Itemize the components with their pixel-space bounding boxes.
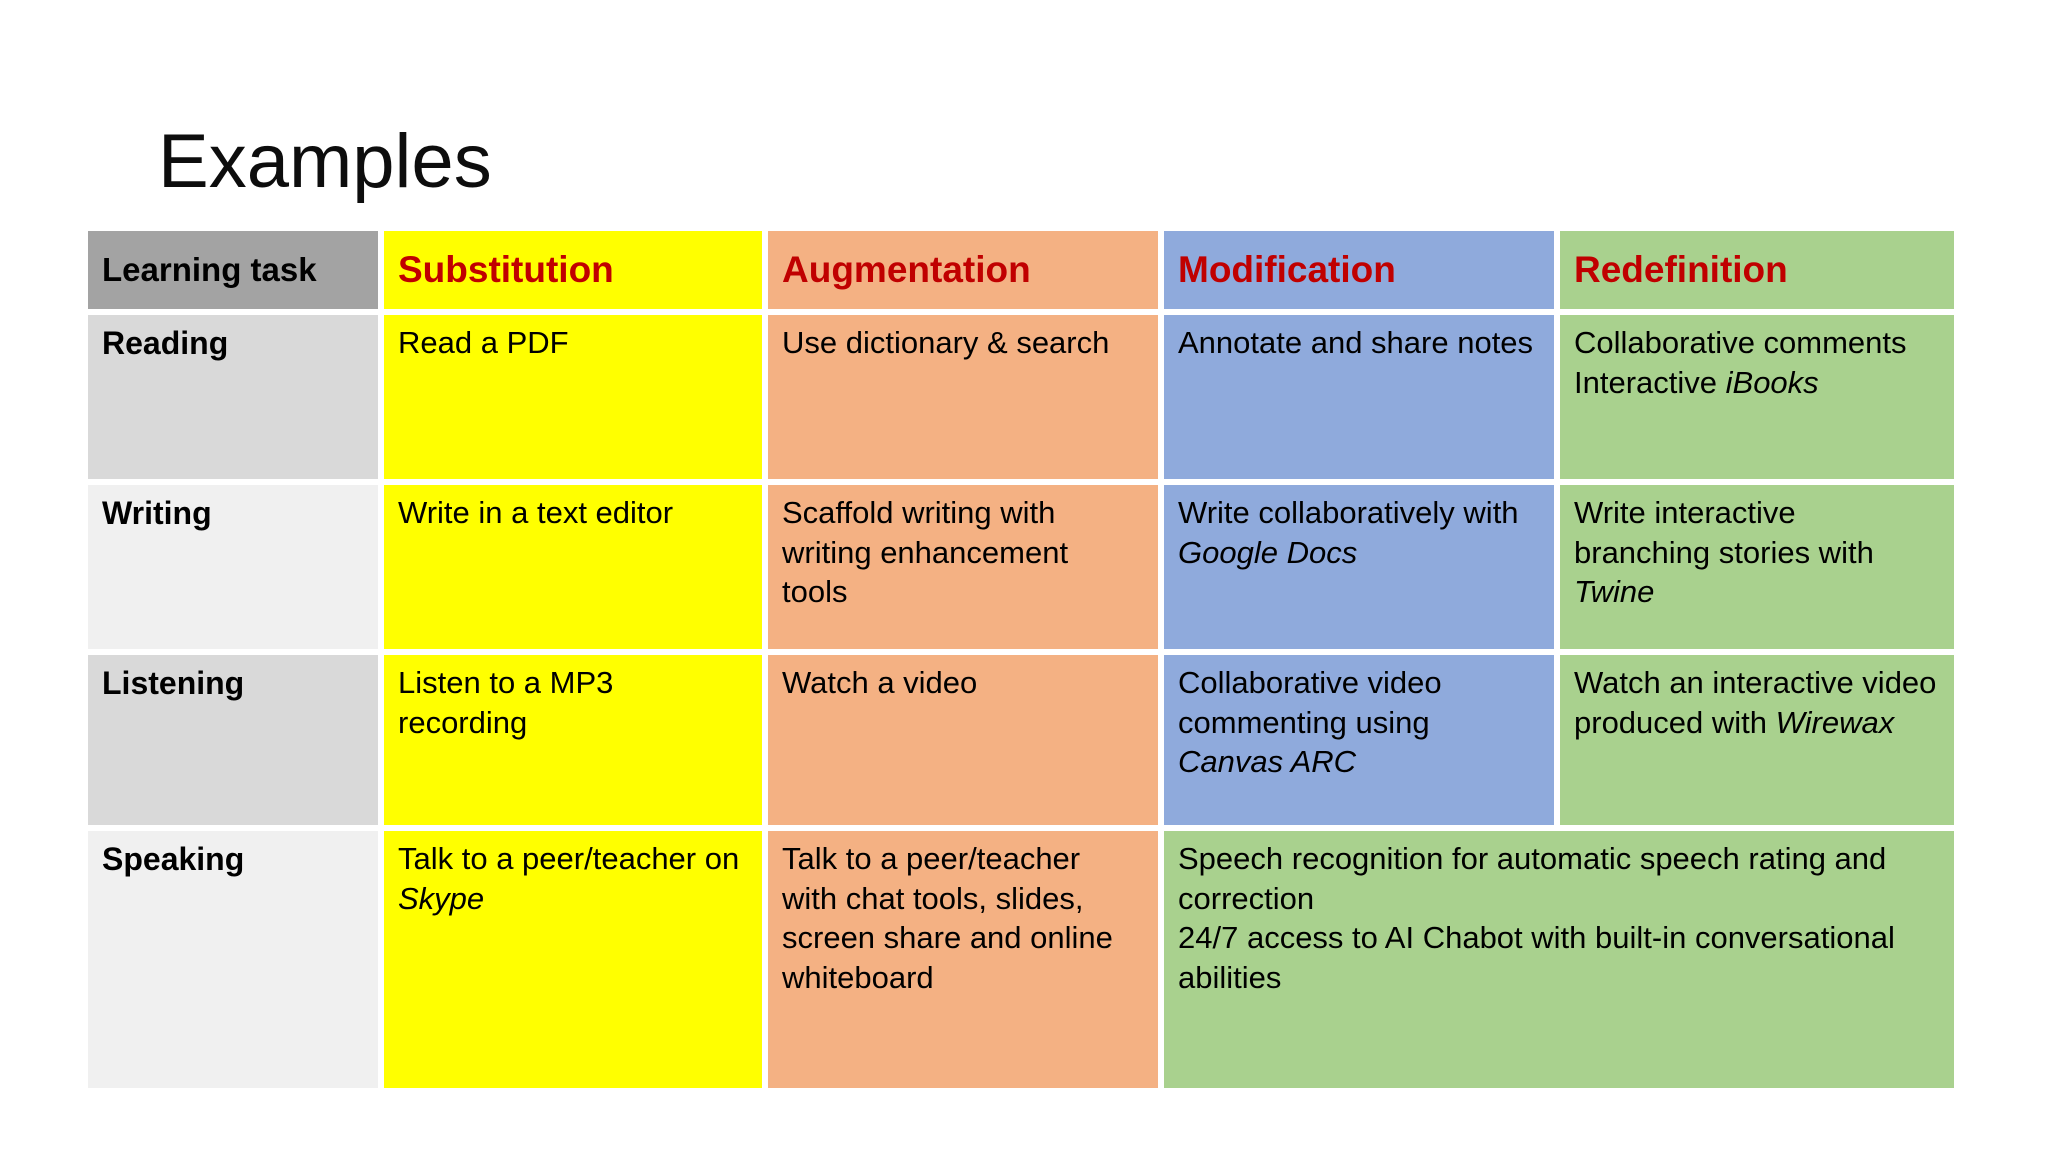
row-label-speaking: Speaking <box>88 831 378 1088</box>
row-label-reading: Reading <box>88 315 378 479</box>
cell-listening-modification: Collaborative video commenting using Can… <box>1164 655 1554 825</box>
cell-listening-substitution: Listen to a MP3 recording <box>384 655 762 825</box>
cell-speaking-augmentation: Talk to a peer/teacher with chat tools, … <box>768 831 1158 1088</box>
cell-speaking-substitution: Talk to a peer/teacher on Skype <box>384 831 762 1088</box>
cell-reading-modification: Annotate and share notes <box>1164 315 1554 479</box>
header-substitution: Substitution <box>384 231 762 309</box>
cell-reading-augmentation: Use dictionary & search <box>768 315 1158 479</box>
cell-writing-modification: Write collaboratively with Google Docs <box>1164 485 1554 649</box>
cell-listening-augmentation: Watch a video <box>768 655 1158 825</box>
slide-title: Examples <box>158 119 492 204</box>
cell-writing-substitution: Write in a text editor <box>384 485 762 649</box>
cell-writing-redefinition: Write interactive branching stories with… <box>1560 485 1954 649</box>
header-modification: Modification <box>1164 231 1554 309</box>
cell-writing-augmentation: Scaffold writing with writing enhancemen… <box>768 485 1158 649</box>
header-augmentation: Augmentation <box>768 231 1158 309</box>
header-redefinition: Redefinition <box>1560 231 1954 309</box>
cell-speaking-modification-redefinition: Speech recognition for automatic speech … <box>1164 831 1954 1088</box>
row-label-listening: Listening <box>88 655 378 825</box>
cell-reading-substitution: Read a PDF <box>384 315 762 479</box>
row-label-writing: Writing <box>88 485 378 649</box>
cell-reading-redefinition: Collaborative comments Interactive iBook… <box>1560 315 1954 479</box>
cell-listening-redefinition: Watch an interactive video produced with… <box>1560 655 1954 825</box>
header-learning-task: Learning task <box>88 231 378 309</box>
